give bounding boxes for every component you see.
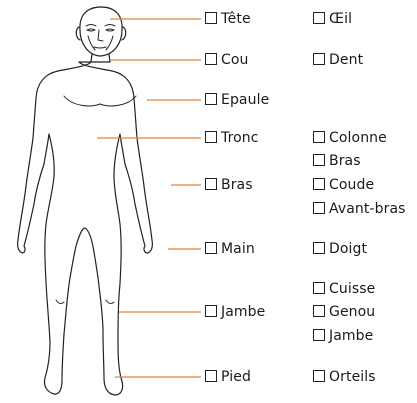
subregion-cou-0[interactable]: Dent [313,52,363,68]
subregion-jambe-2-label: Jambe [329,328,373,344]
subregion-tronc-1[interactable]: Bras [313,153,361,169]
checkbox[interactable] [313,305,325,317]
checkbox[interactable] [205,242,217,254]
region-main-label: Main [221,241,255,257]
region-jambe-label: Jambe [221,304,265,320]
region-pied-label: Pied [221,369,251,385]
checkbox[interactable] [205,12,217,24]
knee-left [56,300,64,304]
subregion-tete-0[interactable]: Œil [313,11,352,27]
region-main[interactable]: Main [205,241,255,257]
subregion-bras-0[interactable]: Coude [313,177,374,193]
region-bras[interactable]: Bras [205,177,253,193]
subregion-bras-1-label: Avant-bras [329,201,406,217]
subregion-cou-0-label: Dent [329,52,363,68]
checkbox[interactable] [313,154,325,166]
subregion-main-0[interactable]: Doigt [313,241,367,257]
leader-lines [97,19,201,377]
checkbox[interactable] [205,53,217,65]
face-features [86,25,115,51]
subregion-jambe-0-label: Cuisse [329,281,375,297]
subregion-jambe-1[interactable]: Genou [313,304,375,320]
checkbox[interactable] [313,178,325,190]
knee-right [106,300,114,304]
subregion-tronc-1-label: Bras [329,153,361,169]
checkbox[interactable] [313,53,325,65]
region-cou[interactable]: Cou [205,52,249,68]
subregion-bras-0-label: Coude [329,177,374,193]
region-tete[interactable]: Tête [205,11,251,27]
checkbox[interactable] [205,370,217,382]
region-epaule-label: Epaule [221,92,269,108]
checkbox[interactable] [313,131,325,143]
region-tete-label: Tête [221,11,251,27]
region-epaule[interactable]: Epaule [205,92,269,108]
subregion-jambe-0[interactable]: Cuisse [313,281,375,297]
checkbox[interactable] [205,131,217,143]
chest-line [64,96,136,106]
checkbox[interactable] [313,370,325,382]
subregion-tete-0-label: Œil [329,11,352,27]
checkbox[interactable] [205,178,217,190]
region-tronc[interactable]: Tronc [205,130,259,146]
subregion-pied-0-label: Orteils [329,369,376,385]
subregion-tronc-0[interactable]: Colonne [313,130,387,146]
region-pied[interactable]: Pied [205,369,251,385]
subregion-bras-1[interactable]: Avant-bras [313,201,406,217]
checkbox[interactable] [313,242,325,254]
subregion-tronc-0-label: Colonne [329,130,387,146]
head-outline [80,7,122,56]
subregion-jambe-2[interactable]: Jambe [313,328,373,344]
region-jambe[interactable]: Jambe [205,304,265,320]
checkbox[interactable] [313,329,325,341]
region-cou-label: Cou [221,52,249,68]
checkbox[interactable] [205,305,217,317]
checkbox[interactable] [313,12,325,24]
body-outline [18,54,153,395]
checkbox[interactable] [313,282,325,294]
subregion-pied-0[interactable]: Orteils [313,369,376,385]
subregion-main-0-label: Doigt [329,241,367,257]
region-tronc-label: Tronc [221,130,259,146]
subregion-jambe-1-label: Genou [329,304,375,320]
checkbox[interactable] [205,93,217,105]
checkbox[interactable] [313,202,325,214]
region-bras-label: Bras [221,177,253,193]
